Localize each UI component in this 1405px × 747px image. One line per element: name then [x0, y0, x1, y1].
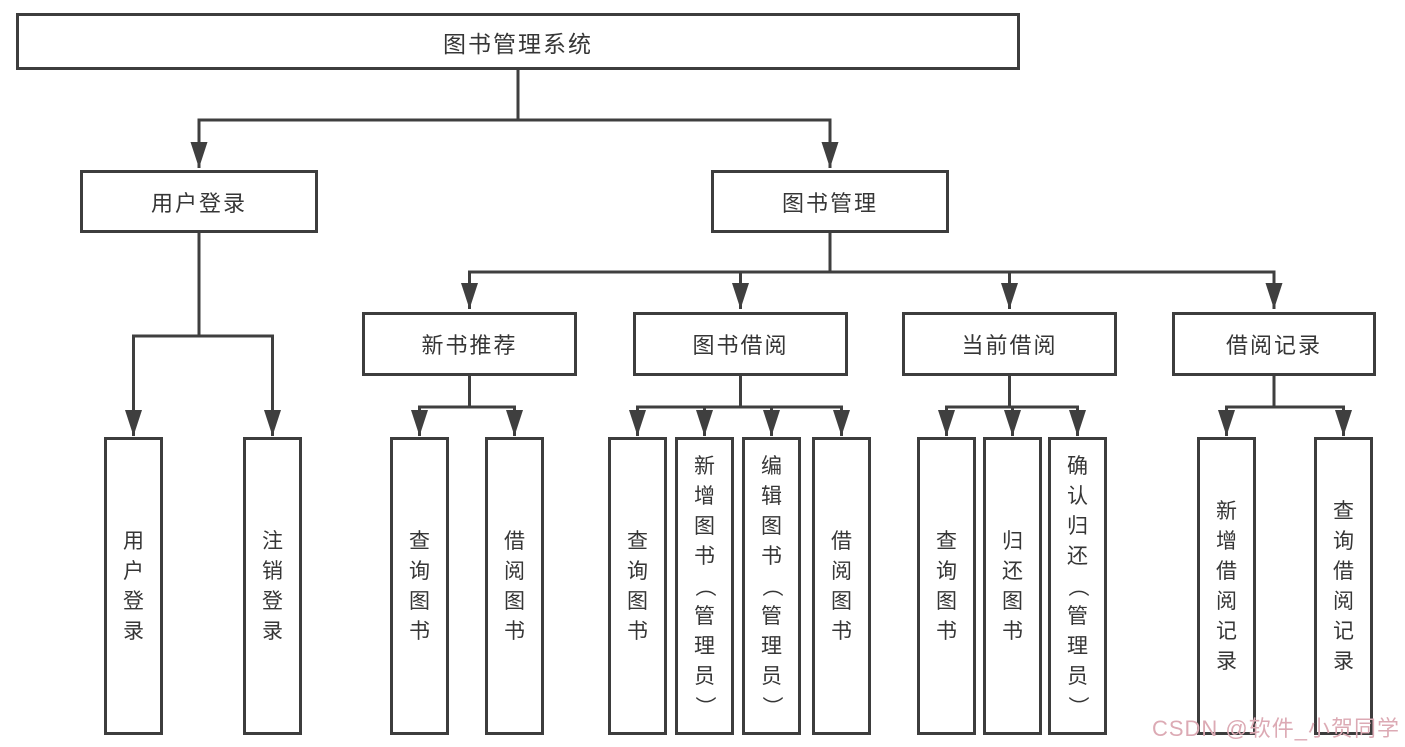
leaf-recommend-borrow-books: 借阅图书 — [485, 437, 544, 735]
leaf-records-query-record: 查询借阅记录 — [1314, 437, 1373, 735]
leaf-recommend-query-books-label: 查询图书 — [409, 529, 430, 643]
node-root-label: 图书管理系统 — [443, 30, 593, 57]
leaf-borrow-edit-books-admin: 编辑图书（管理员） — [742, 437, 801, 735]
leaf-borrow-edit-books-admin-label: 编辑图书（管理员） — [760, 454, 783, 717]
node-book-management: 图书管理 — [711, 170, 949, 233]
leaf-current-query-books: 查询图书 — [917, 437, 976, 735]
leaf-borrow-query-books-label: 查询图书 — [627, 529, 648, 643]
node-new-book-recommend-label: 新书推荐 — [421, 333, 518, 358]
leaf-borrow-borrow-books-label: 借阅图书 — [831, 529, 852, 643]
node-new-book-recommend: 新书推荐 — [362, 312, 577, 376]
node-book-management-label: 图书管理 — [781, 190, 878, 216]
leaf-recommend-borrow-books-label: 借阅图书 — [504, 529, 525, 643]
node-borrow-records: 借阅记录 — [1172, 312, 1376, 376]
leaf-borrow-borrow-books: 借阅图书 — [812, 437, 871, 735]
leaf-recommend-query-books: 查询图书 — [390, 437, 449, 735]
leaf-current-confirm-return-admin: 确认归还（管理员） — [1048, 437, 1107, 735]
node-user-login: 用户登录 — [80, 170, 318, 233]
leaf-current-return-books-label: 归还图书 — [1002, 529, 1023, 643]
node-current-borrow-label: 当前借阅 — [961, 333, 1058, 358]
leaf-borrow-query-books: 查询图书 — [608, 437, 667, 735]
leaf-current-return-books: 归还图书 — [983, 437, 1042, 735]
leaf-user-login-label: 用户登录 — [123, 529, 144, 643]
node-current-borrow: 当前借阅 — [902, 312, 1117, 376]
node-book-borrow-label: 图书借阅 — [692, 333, 789, 358]
leaf-borrow-add-books-admin: 新增图书（管理员） — [675, 437, 734, 735]
leaf-logout: 注销登录 — [243, 437, 302, 735]
leaf-records-query-record-label: 查询借阅记录 — [1333, 499, 1354, 673]
leaf-logout-label: 注销登录 — [262, 529, 283, 643]
watermark: CSDN @软件_小贺同学 — [1151, 716, 1400, 741]
node-root: 图书管理系统 — [16, 13, 1020, 70]
node-borrow-records-label: 借阅记录 — [1225, 333, 1322, 358]
leaf-current-confirm-return-admin-label: 确认归还（管理员） — [1066, 454, 1089, 717]
node-book-borrow: 图书借阅 — [633, 312, 848, 376]
leaf-borrow-add-books-admin-label: 新增图书（管理员） — [693, 454, 716, 717]
leaf-user-login: 用户登录 — [104, 437, 163, 735]
leaf-records-add-record-label: 新增借阅记录 — [1216, 499, 1237, 673]
connectors — [125, 68, 1352, 436]
node-user-login-label: 用户登录 — [150, 190, 247, 216]
leaf-current-query-books-label: 查询图书 — [936, 529, 957, 643]
leaf-records-add-record: 新增借阅记录 — [1197, 437, 1256, 735]
